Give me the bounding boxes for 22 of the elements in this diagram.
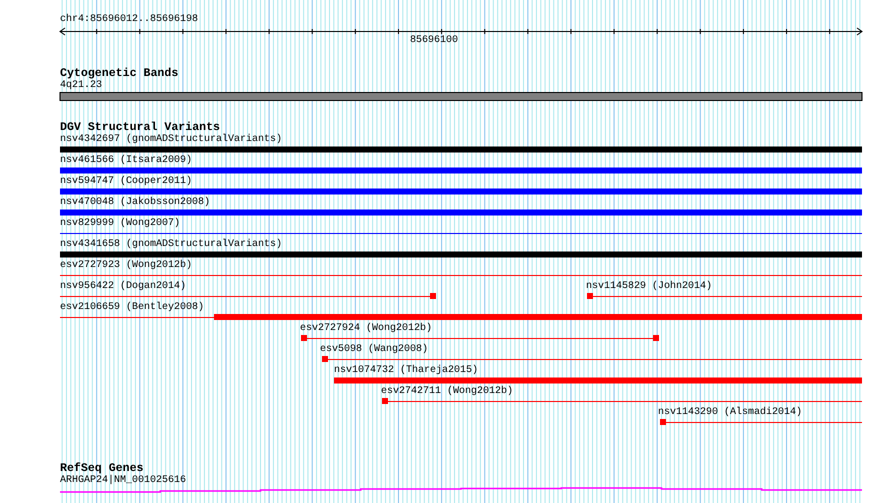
ruler-range-label: chr4:85696012..85696198	[60, 14, 198, 26]
variant-label: nsv470048 (Jakobsson2008)	[60, 197, 210, 209]
variant-label: nsv829999 (Wong2007)	[60, 218, 180, 230]
variant-label: nsv4342697 (gnomADStructuralVariants)	[60, 134, 282, 146]
variant-label: esv2742711 (Wong2012b)	[381, 386, 514, 398]
variant-label: nsv461566 (Itsara2009)	[60, 155, 192, 167]
cytoband-label: 4q21.23	[60, 80, 102, 92]
variant-label: esv2727923 (Wong2012b)	[60, 260, 192, 272]
variant-label: esv2727924 (Wong2012b)	[300, 323, 432, 335]
variant-label: esv2106659 (Bentley2008)	[60, 302, 204, 314]
variant-label: esv5098 (Wang2008)	[320, 344, 428, 356]
gene-label: ARHGAP24|NM_001025616	[60, 475, 186, 487]
variant-label: nsv1145829 (John2014)	[586, 281, 712, 293]
variant-label: nsv4341658 (gnomADStructuralVariants)	[60, 239, 282, 251]
variant-label: nsv1074732 (Thareja2015)	[334, 365, 478, 377]
track-heading: Cytogenetic Bands	[60, 67, 178, 80]
variant-label: nsv594747 (Cooper2011)	[60, 176, 192, 188]
track-heading: DGV Structural Variants	[60, 121, 220, 134]
track-heading: RefSeq Genes	[60, 462, 144, 475]
variant-label: nsv956422 (Dogan2014)	[60, 281, 186, 293]
ruler-tick-label: 85696100	[410, 35, 458, 47]
variant-label: nsv1143290 (Alsmadi2014)	[658, 407, 802, 419]
